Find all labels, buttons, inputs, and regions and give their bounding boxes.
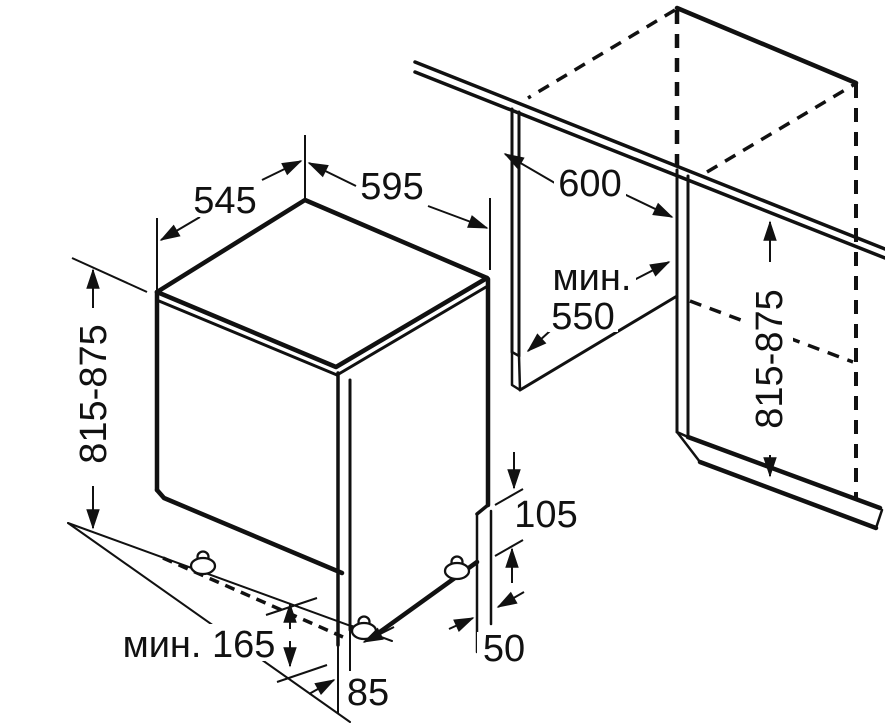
dim-plinth-min-height: мин. 165: [115, 597, 328, 683]
dim-niche-width-label: 600: [558, 163, 621, 205]
dim-plinth-min-height-label: мин. 165: [123, 624, 276, 666]
dim-base-offset: 85: [308, 626, 395, 714]
foot-front-left: [189, 550, 217, 576]
dim-niche-depth-label-value: 550: [551, 296, 614, 338]
foot-rear-right: [443, 555, 471, 581]
worktop: [413, 60, 885, 260]
dashed-cabinet-outline: [527, 5, 859, 500]
dim-niche-width: 600: [503, 153, 674, 218]
niche-left-wall: [510, 107, 679, 392]
dim-niche-depth: мин. 550: [526, 257, 671, 353]
lid-rim-left: [157, 299, 339, 377]
dim-niche-depth-label-min: мин.: [553, 257, 632, 299]
dim-top-depth: 545: [156, 135, 306, 290]
dim-top-depth-label: 545: [193, 180, 256, 222]
top-rear-edges: [154, 197, 490, 295]
niche-left-wall-bottom-cap: [510, 350, 522, 392]
dim-appliance-height: 815-875: [71, 257, 148, 530]
dim-rear-clearance-label: 50: [483, 628, 525, 670]
dim-appliance-height-label: 815-875: [73, 324, 115, 463]
right-cabinet: [675, 168, 884, 531]
dim-top-width: 595: [307, 162, 491, 270]
door-bottom-edge: [154, 487, 345, 576]
dim-base-offset-label: 85: [347, 672, 389, 714]
top-front-edges: [154, 275, 490, 370]
lid-rim-right: [335, 285, 488, 377]
dim-rear-clearance: 50: [448, 591, 531, 670]
foot-front-right: [350, 615, 378, 641]
dim-rear-step-height-label: 105: [514, 494, 577, 536]
rear-step: [475, 503, 490, 516]
dim-top-width-label: 595: [360, 166, 423, 208]
dishwasher-body: [154, 197, 493, 714]
dim-rear-step-height: 105: [494, 452, 580, 583]
niche-floor-edge: [518, 294, 679, 392]
dim-niche-height: 815-875: [747, 220, 793, 478]
dim-niche-height-label: 815-875: [749, 289, 791, 428]
